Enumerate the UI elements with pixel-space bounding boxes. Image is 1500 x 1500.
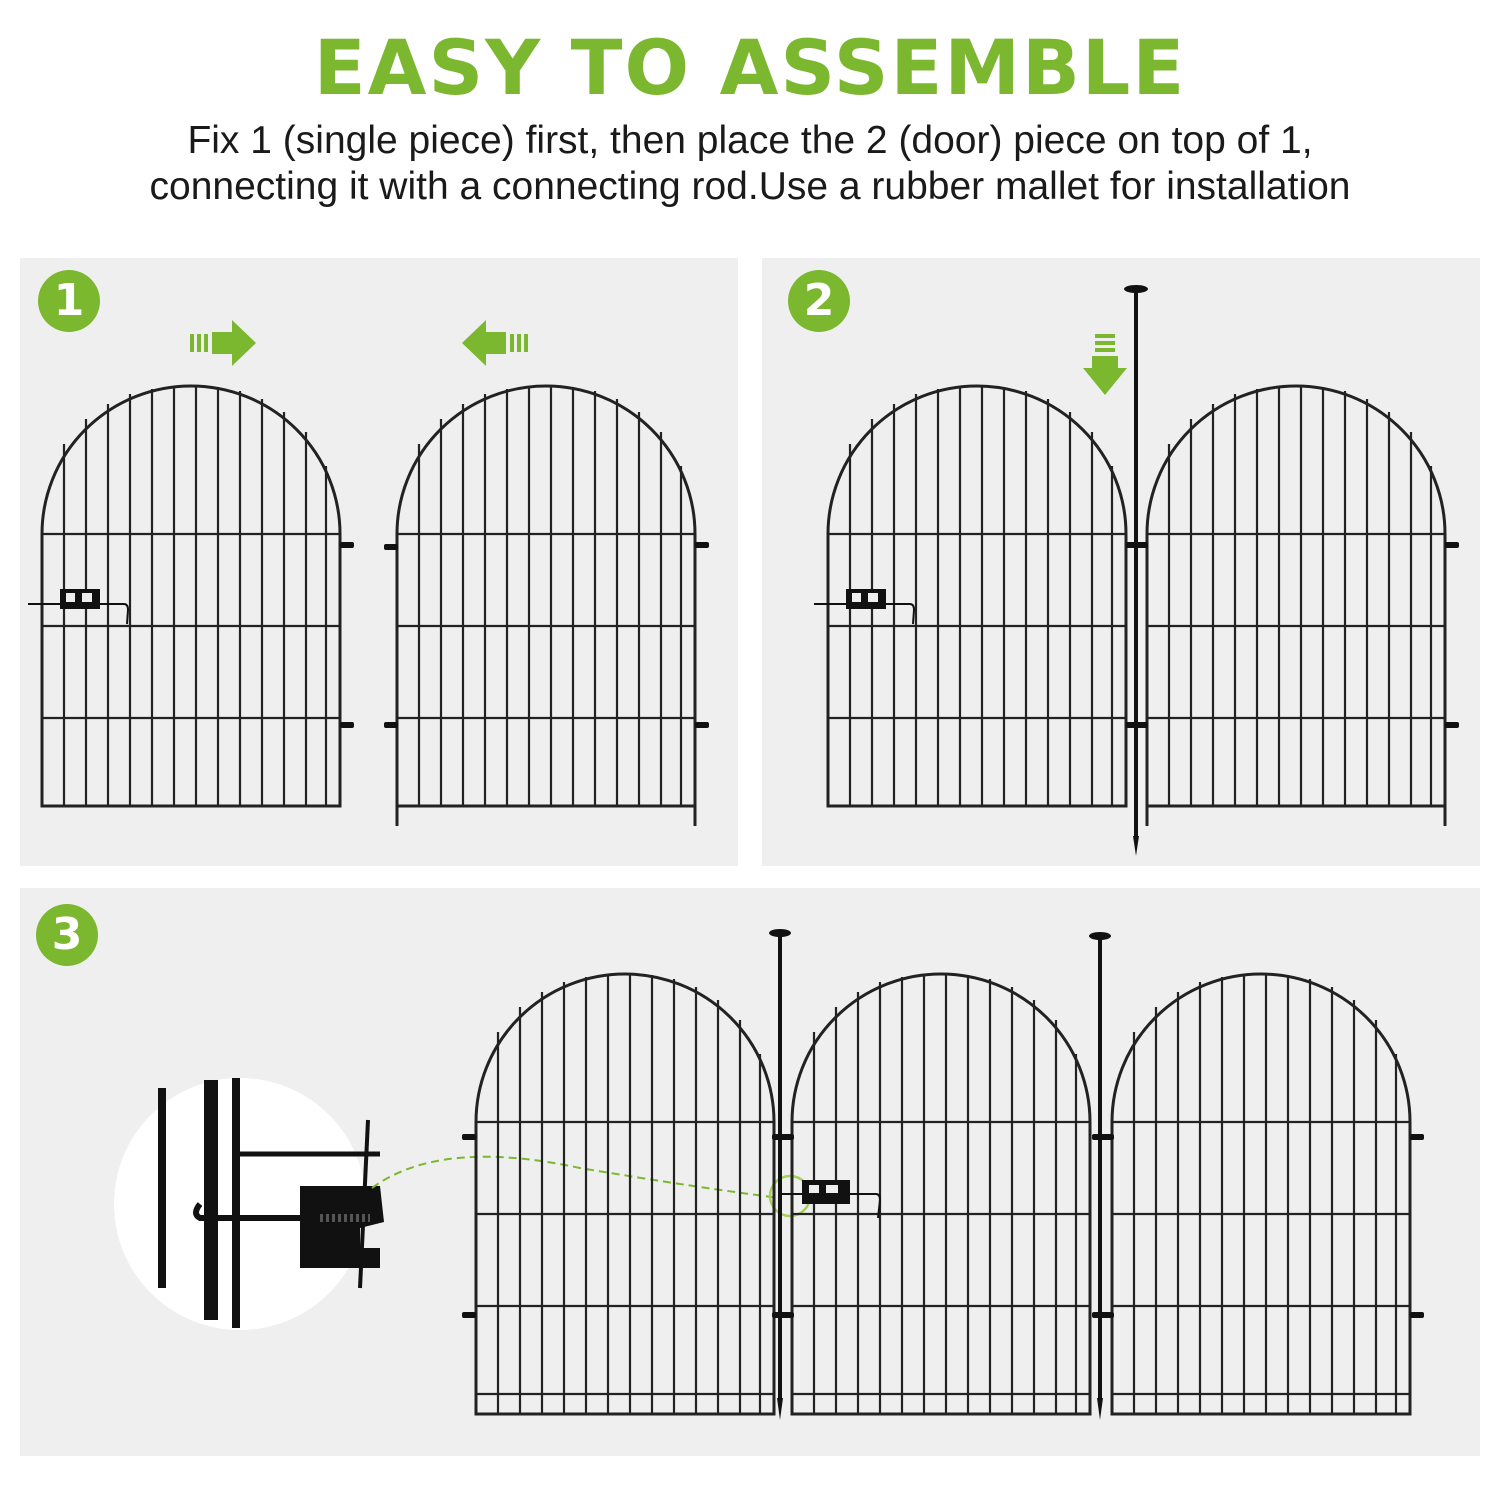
latch-icon <box>28 589 130 625</box>
fence-panel-2 <box>1145 384 1447 808</box>
latch-icon <box>780 1180 882 1219</box>
instructions-text: Fix 1 (single piece) first, then place t… <box>0 118 1500 210</box>
instructions-line-2: connecting it with a connecting rod.Use … <box>149 165 1351 208</box>
step-3-panel: 3 <box>20 888 1480 1456</box>
step-3-badge: 3 <box>36 904 98 966</box>
connecting-rod <box>769 929 791 1420</box>
step-1-badge: 1 <box>38 270 100 332</box>
detail-pointer-line <box>371 1155 781 1199</box>
latch-detail-zoom <box>114 1078 384 1330</box>
step-2-illustration <box>814 285 1459 856</box>
step-3-illustration <box>114 929 1424 1420</box>
step-1-illustration <box>28 320 709 826</box>
latch-icon <box>814 589 916 625</box>
fence-panel-1 <box>474 972 776 1416</box>
step-1-panel: 1 <box>20 258 738 866</box>
page-title: EASY TO ASSEMBLE <box>313 23 1187 112</box>
fence-panel-3 <box>1110 972 1412 1416</box>
arrow-left-icon <box>462 320 528 366</box>
connecting-rod <box>1124 285 1148 856</box>
instructions-line-1: Fix 1 (single piece) first, then place t… <box>187 119 1313 162</box>
connecting-rod <box>1089 932 1111 1420</box>
fence-panel-2 <box>395 384 697 808</box>
step-2-badge: 2 <box>788 270 850 332</box>
step-2-panel: 2 <box>762 258 1480 866</box>
arrow-down-icon <box>1083 334 1127 395</box>
arrow-right-icon <box>190 320 256 366</box>
